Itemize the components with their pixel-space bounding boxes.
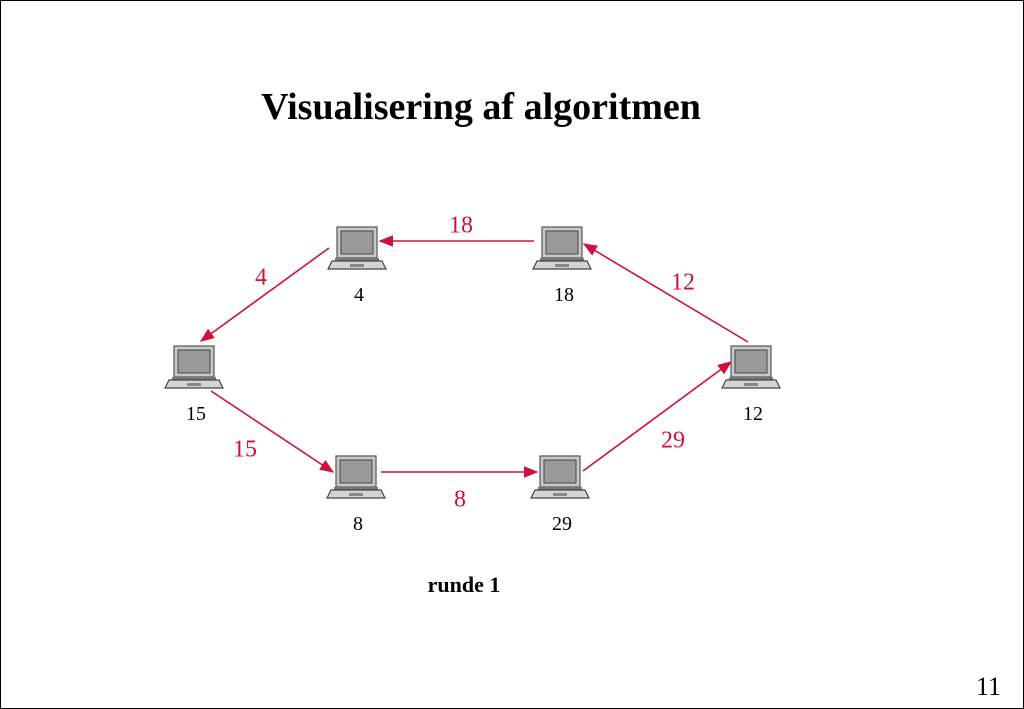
network-node-4: 4: [327, 226, 387, 306]
node-label: 4: [354, 284, 364, 306]
network-node-8: 8: [326, 455, 386, 535]
message-arrow: [210, 390, 335, 473]
node-label: 8: [353, 513, 363, 535]
message-label: 4: [255, 265, 267, 291]
message-arrow: [582, 243, 749, 343]
message-label: 15: [233, 437, 257, 463]
node-label: 15: [186, 403, 206, 425]
network-node-15: 15: [164, 345, 224, 425]
laptop-icon: [530, 455, 590, 499]
node-label: 18: [554, 284, 574, 306]
message-label: 29: [661, 428, 685, 454]
node-label: 29: [552, 513, 572, 535]
network-node-29: 29: [530, 455, 590, 535]
message-arrows: 18 12 29 8 15 4: [199, 213, 749, 513]
message-label: 18: [449, 213, 473, 239]
message-label: 8: [454, 487, 466, 513]
laptop-icon: [164, 345, 224, 389]
page-number: 11: [975, 672, 1001, 701]
laptop-icon: [721, 345, 781, 389]
node-label: 12: [743, 403, 763, 425]
slide-title: Visualisering af algoritmen: [261, 86, 701, 128]
message-label: 12: [671, 270, 695, 296]
round-label: runde 1: [427, 572, 501, 597]
network-node-18: 18: [532, 226, 592, 306]
laptop-icon: [326, 455, 386, 499]
laptop-icon: [327, 226, 387, 270]
laptop-icon: [532, 226, 592, 270]
message-arrow: [582, 361, 733, 472]
network-node-12: 12: [721, 345, 781, 425]
message-arrow: [199, 247, 330, 342]
network-nodes: 4 18 12 29 8 15: [164, 226, 781, 535]
